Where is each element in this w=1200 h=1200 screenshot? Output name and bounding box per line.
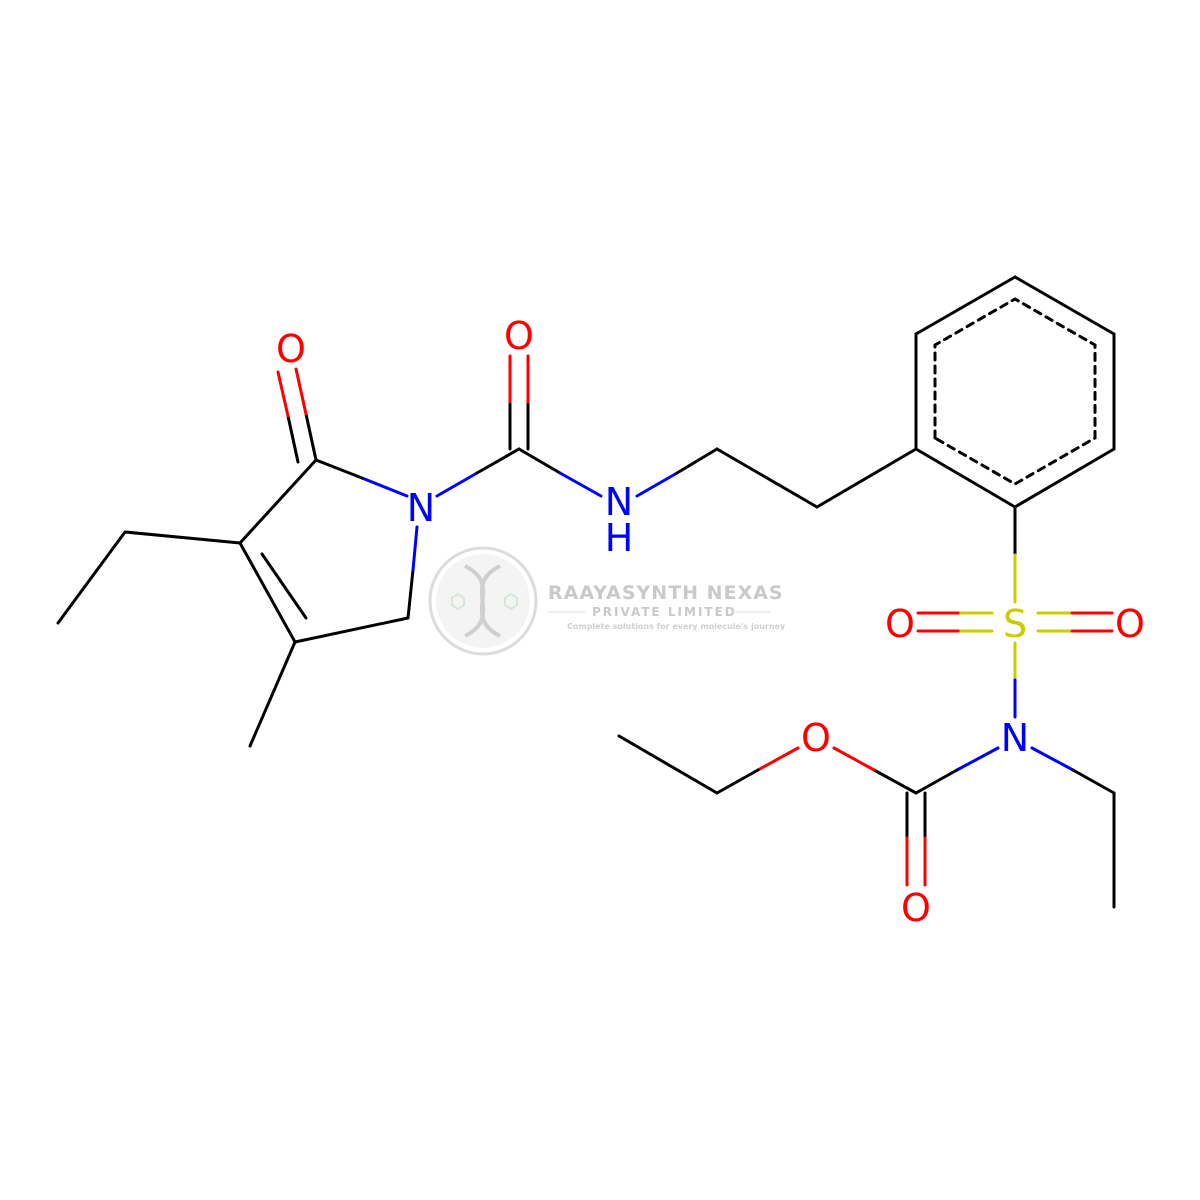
bond [914,275,1017,336]
bond [617,734,719,795]
bond [475,447,521,475]
bond [360,476,409,498]
bond [955,746,1000,772]
bond [1030,746,1075,772]
bond [914,768,959,795]
atom-h-amide: H [605,516,634,560]
watermark-company-name: RAAYASYNTH NEXAS [548,582,784,604]
bond [293,616,410,644]
bond [914,447,1017,509]
aromatic-ring [933,297,1097,486]
bond [314,458,364,480]
bond [756,746,800,772]
bond [1013,447,1116,509]
atom-n-amide: N [605,480,633,524]
bond [635,471,679,498]
bond [406,568,415,620]
bond [715,768,760,795]
bond [276,370,290,418]
atom-s: S [1003,602,1027,646]
bond [872,768,918,795]
bond [815,447,918,509]
watermark-subtitle: PRIVATE LIMITED [592,605,737,619]
bond [435,471,479,498]
atom-o-carbonyl: O [901,886,931,930]
bond [260,552,308,620]
bond [675,447,719,475]
atom-n-ring: N [407,486,435,530]
bond [517,447,562,475]
atom-o-sulfonyl-left: O [885,602,915,646]
bond [286,414,300,464]
watermark: RAAYASYNTH NEXAS PRIVATE LIMITED Complet… [428,546,786,656]
bond [1071,768,1116,795]
bond [56,530,127,625]
bonds [56,275,1116,909]
bond [294,367,308,416]
bond [558,471,603,498]
bond [238,541,297,644]
bond [238,458,318,545]
bond [832,746,876,772]
bond [715,447,819,509]
atom-o-sulfonyl-right: O [1115,602,1145,646]
atom-o-lactam: O [276,327,306,371]
watermark-logo-icon [428,546,538,656]
bond [123,530,242,545]
bond [411,525,419,572]
bond [304,412,318,462]
atom-o-ester: O [801,716,831,760]
watermark-helix-icon [464,564,501,638]
bond [248,640,297,748]
watermark-hexagon-icon [451,592,518,611]
watermark-tagline: Complete solutions for every molecule's … [567,622,786,631]
atom-o-urea: O [504,314,534,358]
atom-labels: O O N N H S O O N O O [276,314,1145,930]
bond [1013,275,1116,336]
atom-n-sulfonamide: N [1001,716,1029,760]
